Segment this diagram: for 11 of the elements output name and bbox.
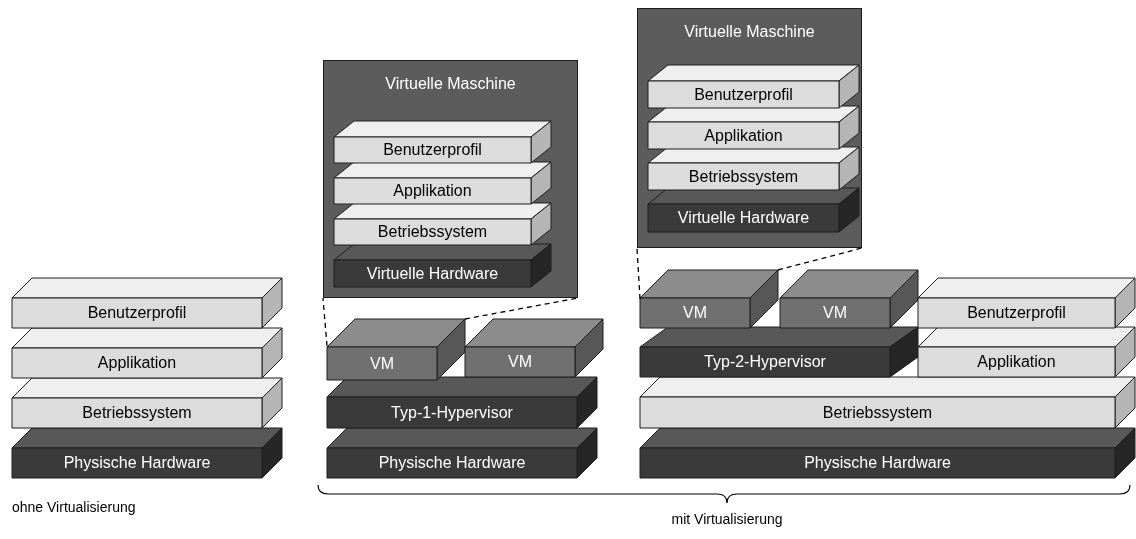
dashed-projection-line	[464, 297, 579, 320]
virtual-machine-panel	[637, 8, 862, 248]
dashed-projection-line	[636, 247, 641, 300]
vm-block: VM	[327, 319, 465, 380]
caption-label: ohne Virtualisierung	[12, 499, 136, 515]
virtual-machine-panel	[323, 60, 578, 298]
caption-label: mit Virtualisierung	[671, 511, 783, 527]
panel-title: Virtuelle Maschine	[384, 74, 517, 94]
dashed-projection-line	[777, 247, 863, 271]
panel-title: Virtuelle Maschine	[683, 22, 816, 42]
dashed-projection-line	[322, 297, 328, 347]
